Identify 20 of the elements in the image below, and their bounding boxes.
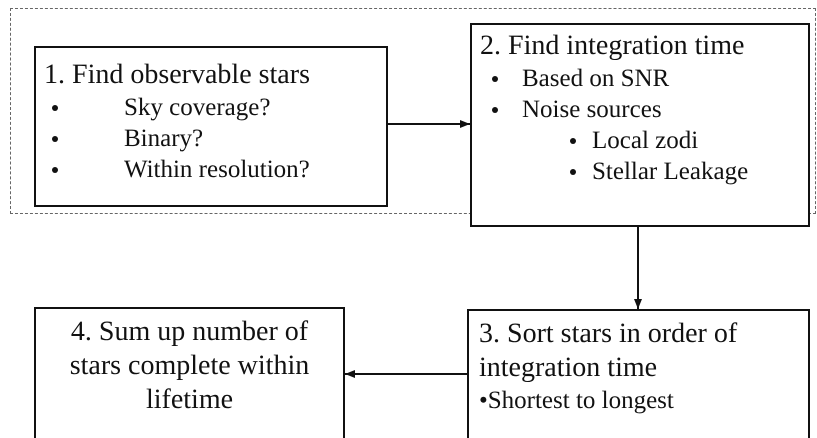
process-box: [467, 309, 810, 438]
bullet-item: Local zodi: [592, 127, 698, 154]
bullet-item: •Shortest to longest: [479, 387, 674, 414]
process-box: [470, 23, 810, 227]
bullet-item: Binary?: [124, 125, 204, 152]
process-box: [34, 307, 345, 438]
bullet-item: Within resolution?: [124, 156, 310, 183]
bullet-item: Sky coverage?: [124, 94, 270, 121]
step-title: 2. Find integration time: [480, 30, 744, 61]
bullet-item: Based on SNR: [522, 65, 670, 92]
step-title: 3. Sort stars in order of integration time: [479, 318, 738, 383]
dashed-group-frame: [10, 8, 816, 214]
bullet-item: Noise sources: [522, 96, 662, 123]
arrow: [387, 120, 470, 128]
arrow: [345, 370, 467, 378]
process-box: [34, 46, 388, 207]
arrow: [634, 227, 642, 309]
step-title: 1. Find observable stars: [44, 59, 310, 90]
step-title: 4. Sum up number of stars complete within lifetime: [70, 316, 310, 415]
bullet-item: Stellar Leakage: [592, 158, 748, 185]
